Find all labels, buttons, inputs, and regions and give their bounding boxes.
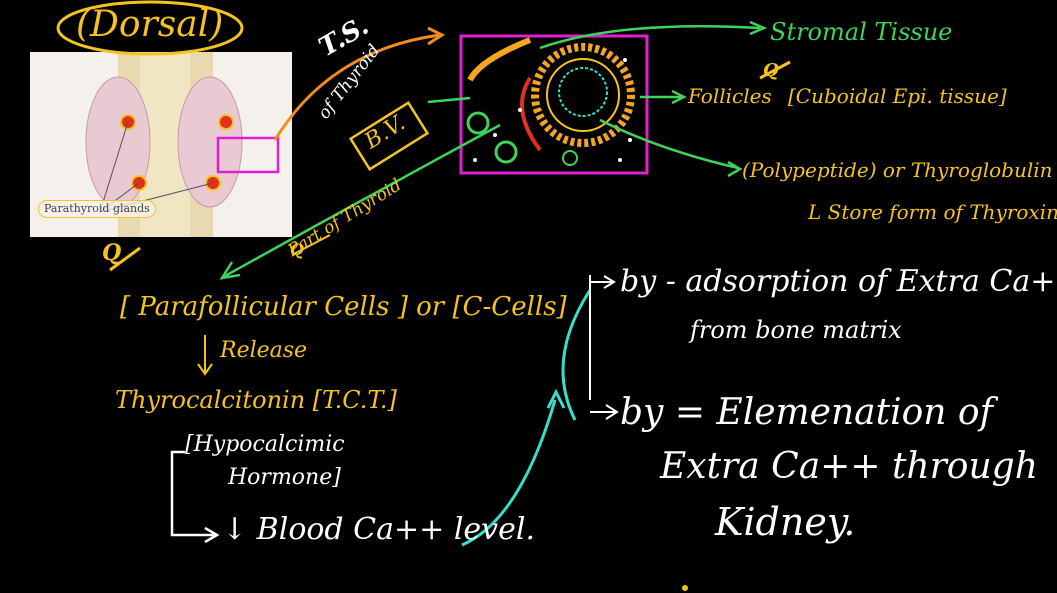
release-label: Release: [220, 338, 308, 363]
thyroid-drawing: [85, 52, 280, 237]
follicles-label: Follicles: [688, 84, 772, 108]
store-form-label: L Store form of Thyroxin: [808, 200, 1057, 224]
parathyroid-label: Parathyroid glands: [38, 200, 156, 218]
by-elimination-label-2: Extra Ca++ through: [660, 446, 1038, 487]
stromal-tissue-label: Stromal Tissue: [770, 18, 953, 46]
thyrocalcitonin-label: Thyrocalcitonin [T.C.T.]: [115, 386, 397, 414]
question-mark-2: Q: [763, 60, 779, 81]
by-adsorption-label-1: by - adsorption of Extra Ca++: [620, 264, 1057, 299]
question-mark-1: Q: [102, 240, 122, 266]
by-elimination-label-1: by = Elemenation of: [620, 392, 993, 433]
kidney-label: Kidney.: [715, 500, 856, 544]
hypocalcemic-label-2: Hormone]: [228, 465, 341, 490]
cuboidal-label: [Cuboidal Epi. tissue]: [788, 84, 1007, 108]
blood-ca-label: ↓ Blood Ca++ level.: [222, 512, 536, 547]
polypeptide-label: (Polypeptide) or Thyroglobulin: [742, 158, 1053, 182]
hypocalcemic-label-1: [Hypocalcimic: [185, 432, 345, 457]
by-adsorption-label-2: from bone matrix: [690, 316, 902, 344]
thyroid-illustration: Parathyroid glands: [30, 52, 292, 237]
dorsal-title: (Dorsal): [76, 4, 224, 45]
question-mark-3: Q: [290, 240, 304, 259]
parafollicular-label: [ Parafollicular Cells ] or [C-Cells]: [120, 292, 567, 322]
parathyroid-text: Parathyroid glands: [44, 202, 150, 215]
